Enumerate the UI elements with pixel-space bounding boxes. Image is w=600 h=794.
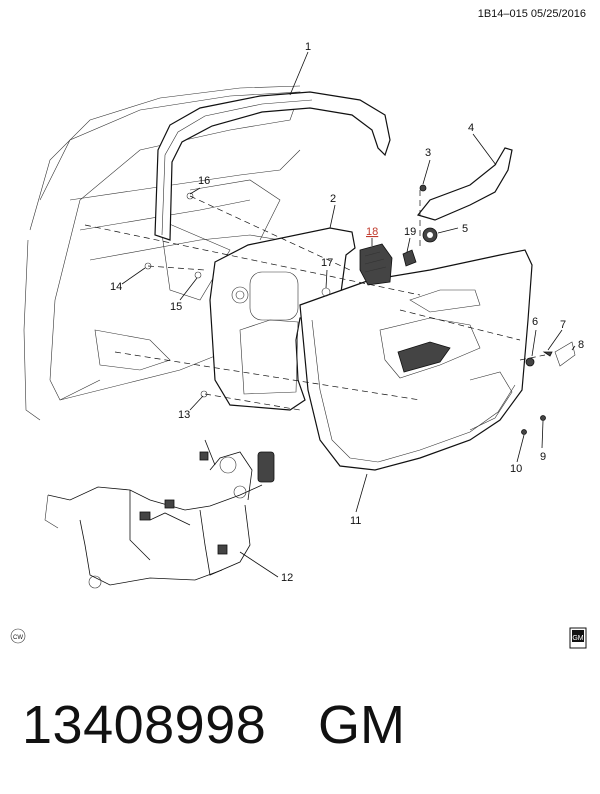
callout-5: 5 <box>462 223 468 235</box>
trim-panel-backer <box>209 227 356 411</box>
callout-8: 8 <box>578 339 584 351</box>
door-frame <box>23 85 301 421</box>
callout-1: 1 <box>305 41 311 53</box>
small-fasteners <box>144 184 576 435</box>
callout-9: 9 <box>540 451 546 463</box>
part-number: 13408998 <box>22 695 267 755</box>
callout-17: 17 <box>321 257 333 269</box>
brand-label: GM <box>318 695 405 755</box>
callout-18: 18 <box>366 226 378 238</box>
cw-mark-text: CW <box>13 635 23 641</box>
callout-10: 10 <box>510 463 522 475</box>
gm-logo: GM <box>569 627 587 649</box>
callout-12: 12 <box>281 572 293 584</box>
callout-16: 16 <box>198 175 210 187</box>
leader-lines <box>121 51 576 578</box>
callout-2: 2 <box>330 193 336 205</box>
pillar-trim <box>416 147 513 221</box>
door-trim-panel <box>299 249 533 471</box>
window-switch-module <box>359 243 393 286</box>
callout-15: 15 <box>170 301 182 313</box>
callout-19: 19 <box>404 226 416 238</box>
alignment-lines <box>84 190 546 411</box>
diagram-code-date: 1B14–015 05/25/2016 <box>477 8 586 20</box>
callout-6: 6 <box>532 316 538 328</box>
callout-14: 14 <box>110 281 122 293</box>
callout-3: 3 <box>425 147 431 159</box>
callout-11: 11 <box>350 515 361 527</box>
callout-13: 13 <box>178 409 190 421</box>
callout-4: 4 <box>468 122 474 134</box>
callout-7: 7 <box>560 319 566 331</box>
cw-mark: CW <box>10 628 26 644</box>
upper-door-trim <box>154 91 391 241</box>
callout-labels: 1 2 3 4 5 6 7 8 9 10 11 12 13 14 15 16 1… <box>110 41 584 584</box>
wiring-harness <box>44 439 275 589</box>
gm-logo-text: GM <box>572 635 583 642</box>
